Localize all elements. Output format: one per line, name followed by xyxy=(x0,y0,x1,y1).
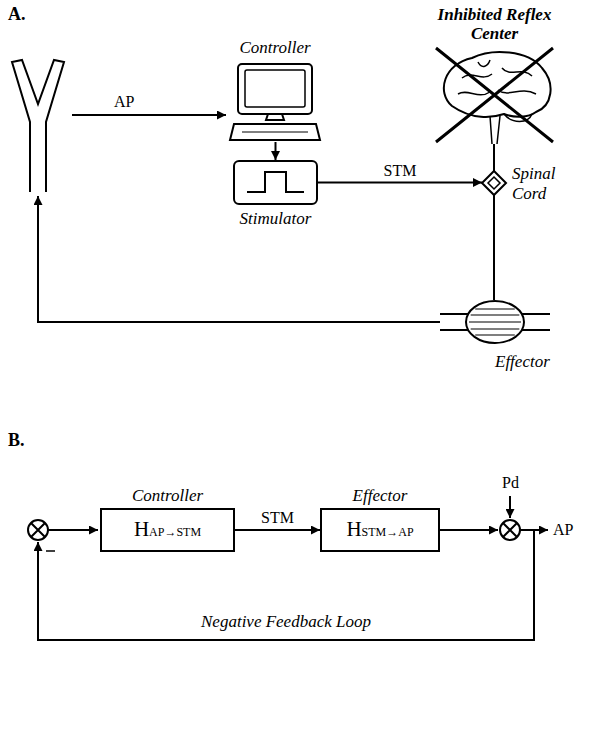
signal-arrow xyxy=(38,496,548,640)
brain-illustration-shape xyxy=(432,48,557,144)
node-label: Inhibited Reflex Center xyxy=(420,5,570,44)
nerve-line xyxy=(493,195,495,300)
signal-name: AP xyxy=(112,93,136,111)
signal-arrow xyxy=(275,142,277,160)
panel-label: A. xyxy=(6,4,28,25)
signal-arrow xyxy=(318,182,482,184)
diamond-drawing xyxy=(482,171,506,195)
spinal-cord-diamond-shape xyxy=(482,171,506,195)
blood-vessel xyxy=(12,60,64,192)
node-label: Controller xyxy=(239,38,310,58)
summing-junction xyxy=(500,520,520,540)
loop-label: Negative Feedback Loop xyxy=(199,612,373,632)
transfer-function: HSTM→AP xyxy=(346,517,413,542)
block-heading: Effector xyxy=(353,486,408,506)
brain-drawing xyxy=(436,48,553,144)
transfer-function: HAP→STM xyxy=(134,517,201,542)
brain-illustration: Inhibited Reflex Center xyxy=(432,48,557,144)
spinal-cord-diamond: Spinal Cord xyxy=(482,171,506,195)
controller-block: ControllerHAP→STM xyxy=(100,508,235,552)
signal-name: AP xyxy=(551,521,575,539)
vessel-outline xyxy=(12,60,64,192)
panel-label: B. xyxy=(6,430,27,451)
effector-illustration: Effector xyxy=(440,300,550,344)
vessel-muscle-drawing xyxy=(440,301,550,343)
stimulator-box-shape xyxy=(235,162,316,203)
computer-drawing xyxy=(230,64,320,140)
stimulator-box: Stimulator xyxy=(233,160,318,205)
node-label: Stimulator xyxy=(240,209,312,229)
computer-icon-shape xyxy=(228,62,322,142)
nerve-line xyxy=(493,144,495,171)
inhibition-cross xyxy=(436,48,553,142)
node-label: Spinal Cord xyxy=(512,164,568,203)
signal-name: STM xyxy=(382,161,419,179)
feedback-arrow xyxy=(38,196,440,322)
signal-arrow xyxy=(235,529,320,531)
block-heading: Controller xyxy=(132,486,203,506)
signal-name: Pd xyxy=(500,474,521,492)
effector-illustration-shape xyxy=(440,300,550,344)
effector-block: EffectorHSTM→AP xyxy=(320,508,440,552)
summing-junction xyxy=(28,520,48,540)
node-label: Effector xyxy=(495,352,550,372)
pulse-symbol xyxy=(247,172,304,192)
signal-arrow xyxy=(72,114,226,116)
signal-name: STM xyxy=(259,509,296,527)
minus-sign xyxy=(46,550,55,552)
computer-icon: Controller xyxy=(228,62,322,142)
